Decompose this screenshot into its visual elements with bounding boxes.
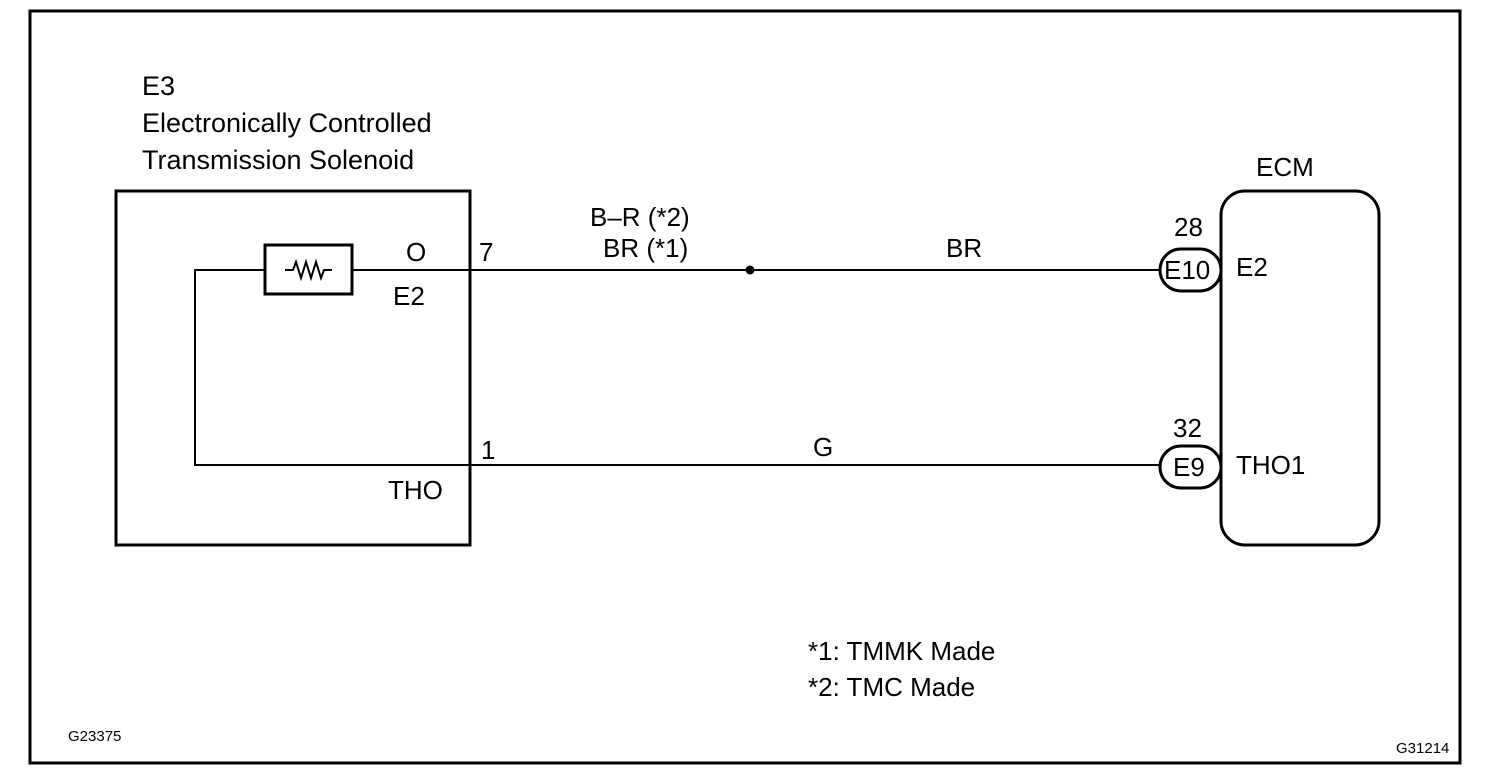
solenoid-internal-wire xyxy=(194,269,470,466)
solenoid-terminal-e2: E2 xyxy=(393,281,425,311)
note-1: *1: TMMK Made xyxy=(808,636,995,666)
connector-e10-pin: 28 xyxy=(1174,212,1203,242)
wire-e2-color-ecm-side: BR xyxy=(946,233,982,263)
thermistor-icon xyxy=(263,243,354,296)
wire-splice-point xyxy=(745,265,755,275)
wire-e2-pin-solenoid: 7 xyxy=(479,237,493,267)
wire-tho-color: G xyxy=(813,432,833,462)
connector-e9-label: E9 xyxy=(1173,452,1205,482)
ecm-terminal-tho1: THO1 xyxy=(1236,450,1305,480)
note-2: *2: TMC Made xyxy=(808,672,975,702)
solenoid-terminal-o: O xyxy=(406,237,426,267)
wire-e2-color-line1: B–R (*2) xyxy=(590,202,690,232)
solenoid-code: E3 xyxy=(142,71,175,101)
wire-e2-color-line2: BR (*1) xyxy=(603,233,688,263)
connector-e10 xyxy=(1158,247,1223,293)
connector-e9 xyxy=(1158,444,1223,490)
solenoid-name-line2: Transmission Solenoid xyxy=(142,145,414,175)
figure-code-right: G31214 xyxy=(1396,740,1449,757)
solenoid-box xyxy=(114,189,472,547)
diagram-frame xyxy=(28,9,1462,765)
figure-code-left: G23375 xyxy=(68,728,121,745)
ecm-label: ECM xyxy=(1256,152,1314,182)
wire-tho-pin-solenoid: 1 xyxy=(481,435,495,465)
solenoid-name-line1: Electronically Controlled xyxy=(142,108,432,138)
connector-e10-label: E10 xyxy=(1164,255,1210,285)
ecm-box xyxy=(1219,189,1381,547)
ecm-terminal-e2: E2 xyxy=(1236,252,1268,282)
solenoid-terminal-tho: THO xyxy=(388,475,443,505)
connector-e9-pin: 32 xyxy=(1173,413,1202,443)
